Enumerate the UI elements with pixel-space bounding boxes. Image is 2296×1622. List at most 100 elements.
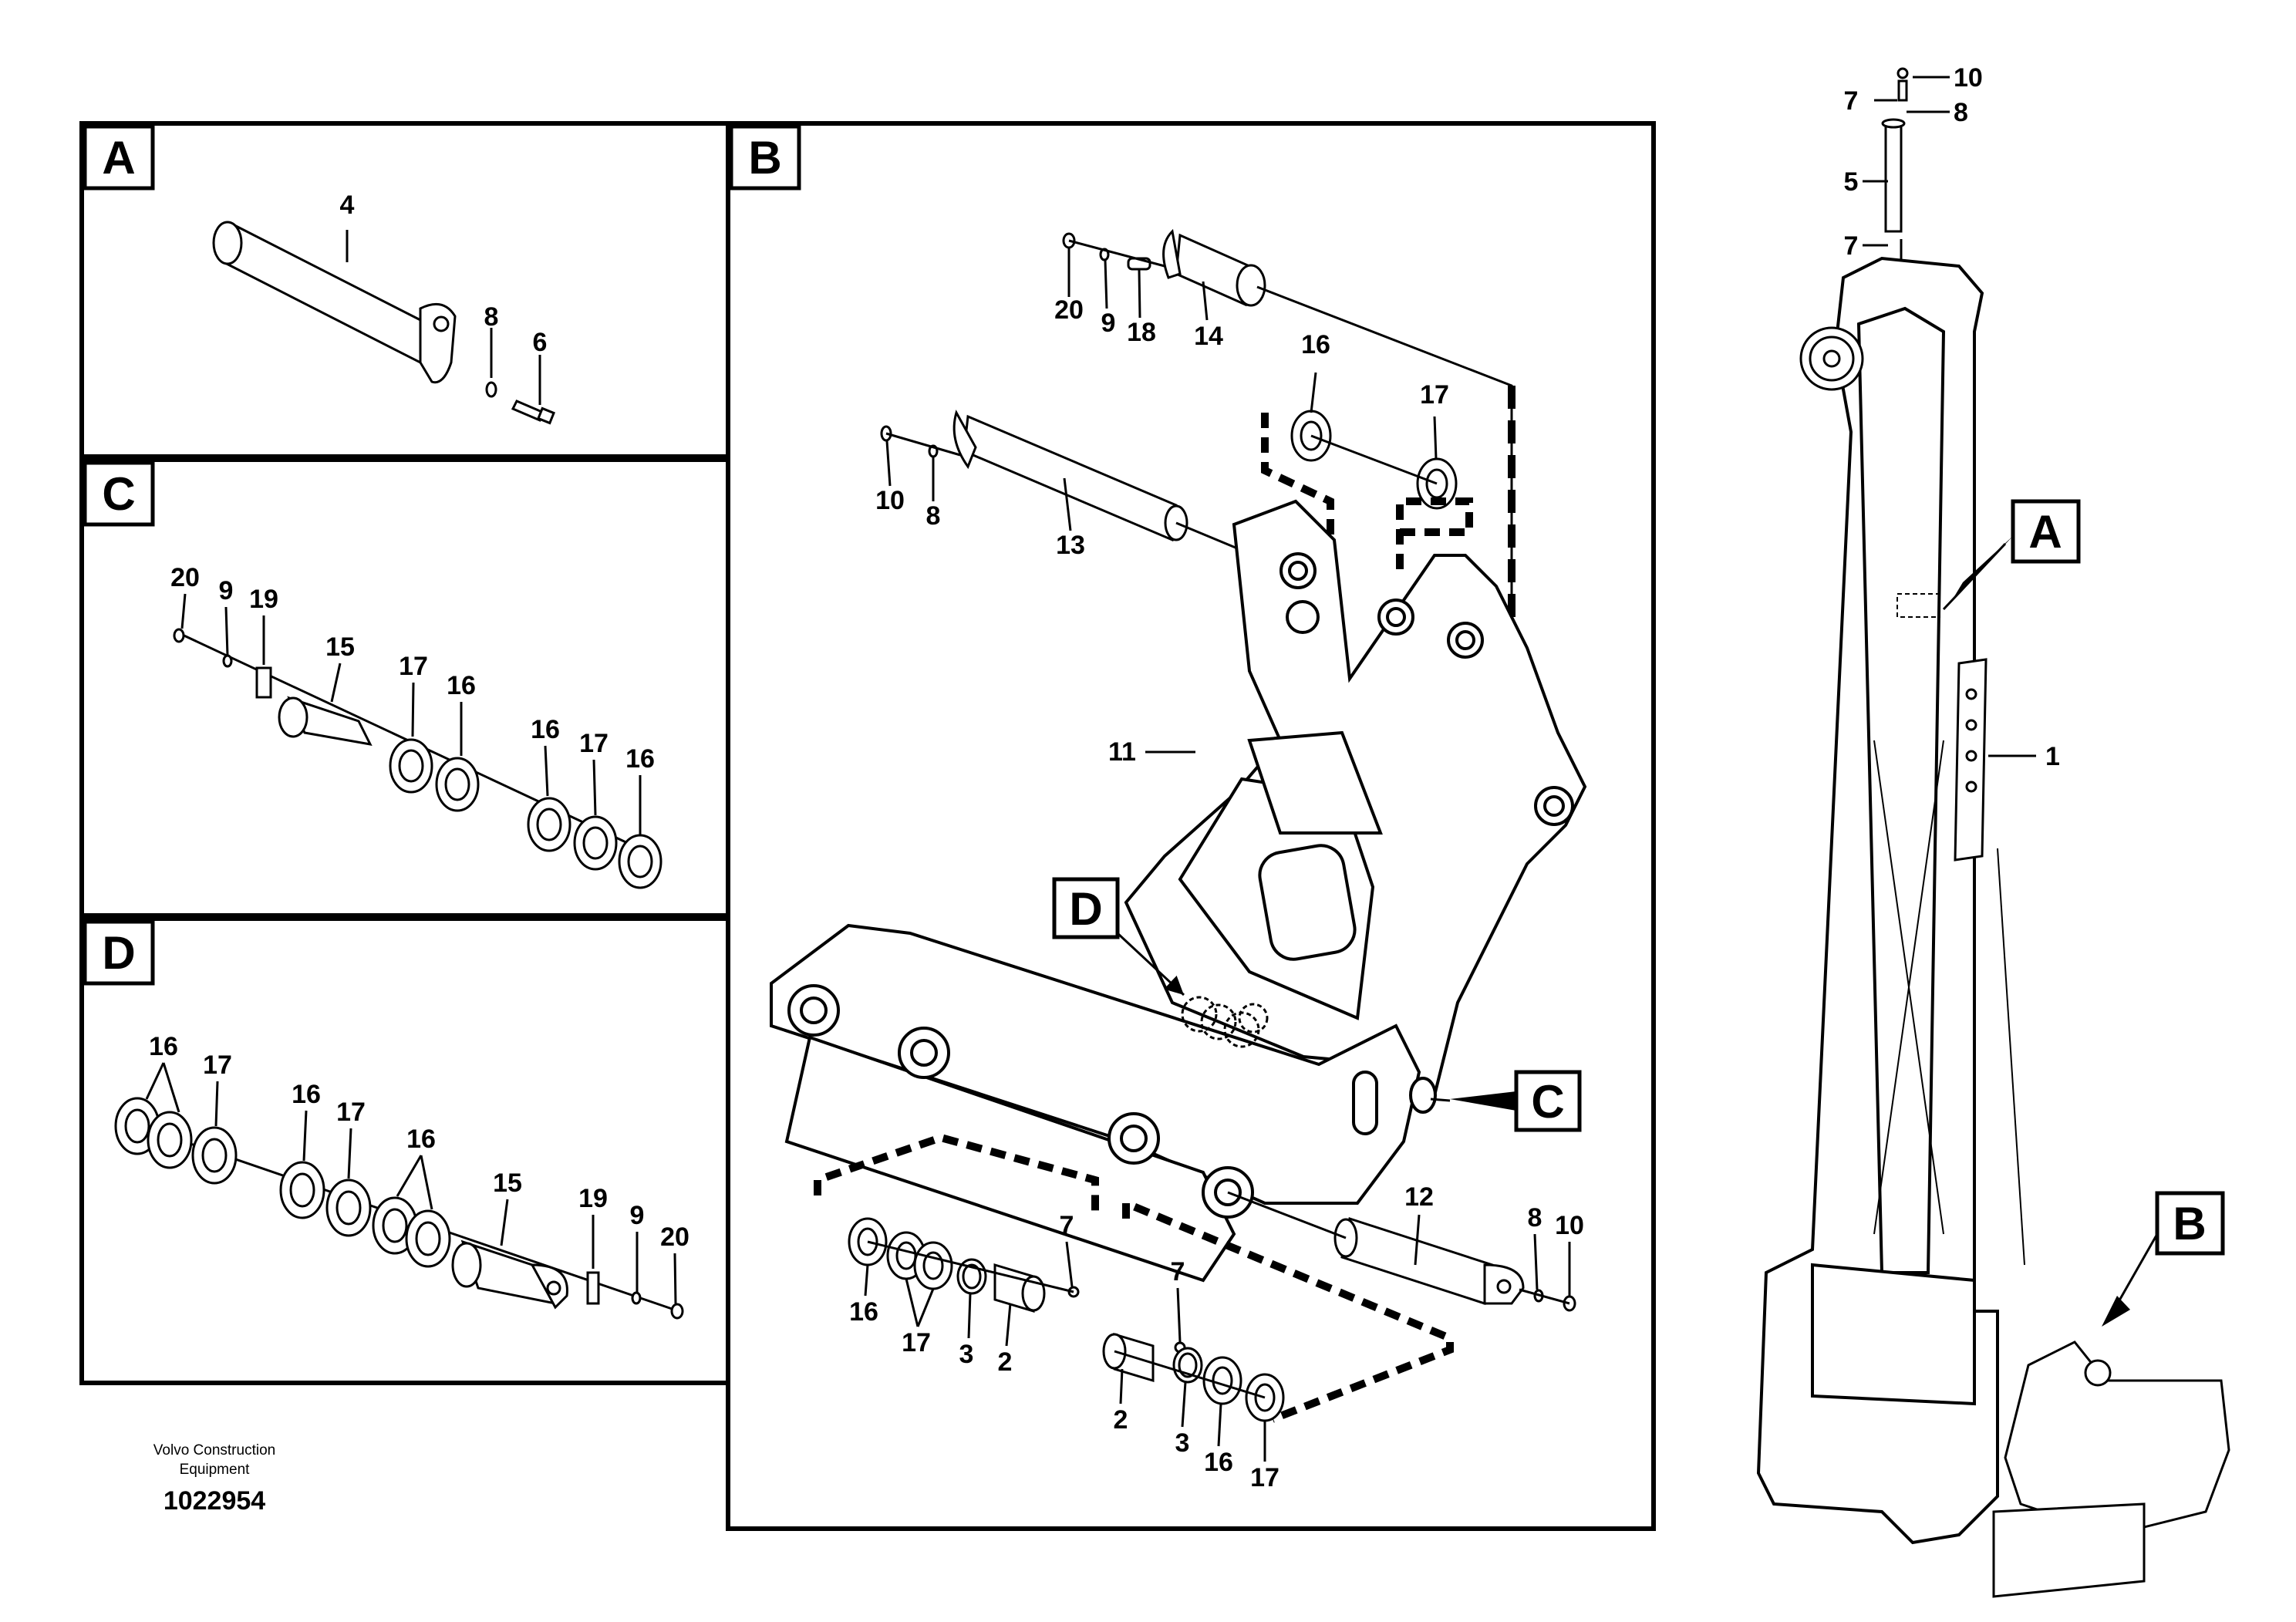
- panel-a-letter: A: [102, 132, 135, 184]
- label-16c: 16: [625, 744, 655, 774]
- label-d15: 15: [493, 1168, 522, 1198]
- pin-5-icon: [1881, 67, 1909, 233]
- label-d19: 19: [578, 1184, 608, 1213]
- panel-b-letter: B: [748, 132, 781, 184]
- washer-9-icon: [222, 654, 233, 668]
- panel-d-letter: D: [102, 927, 135, 979]
- washer-16-icon: [435, 757, 480, 812]
- panel-d: D: [79, 916, 730, 1385]
- pin-14-icon: [1162, 228, 1266, 307]
- label-b8: 8: [926, 501, 941, 531]
- label-b2b: 2: [1114, 1405, 1128, 1435]
- label-b7: 7: [1060, 1211, 1074, 1240]
- label-15: 15: [325, 632, 355, 662]
- label-16: 16: [447, 671, 476, 700]
- frame-11-icon: [1124, 499, 1587, 1098]
- washer-b17-low-b-icon: [913, 1241, 953, 1290]
- d-detail-area-icon: [1181, 996, 1269, 1048]
- sheave-icon: [1799, 326, 1864, 391]
- label-b16-low2: 16: [1204, 1448, 1233, 1477]
- panel-b-letter-box: [729, 124, 801, 191]
- label-b7b: 7: [1171, 1257, 1185, 1286]
- label-b20: 20: [1054, 295, 1084, 325]
- label-d16c: 16: [406, 1125, 436, 1154]
- label-b17-low: 17: [902, 1328, 931, 1357]
- washer-d17b-icon: [325, 1179, 372, 1237]
- label-b2: 2: [998, 1347, 1013, 1377]
- bolt-d20-icon: [670, 1303, 684, 1320]
- label-b9: 9: [1101, 309, 1116, 338]
- side-plate-1-icon: [1954, 658, 1988, 862]
- label-o10: 10: [1954, 63, 1983, 93]
- panel-c: C 20 9 19: [79, 457, 730, 918]
- bushing-b2-icon: [993, 1263, 1046, 1313]
- label-d17b: 17: [336, 1098, 366, 1127]
- drawing-number: 1022954: [164, 1486, 265, 1516]
- overview-callout-b-box: [2155, 1191, 2225, 1256]
- label-16b: 16: [531, 715, 560, 744]
- bolt-20-icon: [173, 628, 185, 643]
- label-b14: 14: [1194, 322, 1223, 351]
- panel-a: A 4 8 6: [79, 121, 730, 459]
- label-6: 6: [533, 328, 548, 357]
- label-b3: 3: [959, 1340, 974, 1369]
- pin-15-icon: [278, 696, 373, 746]
- pin-d15-icon: [451, 1239, 568, 1310]
- footer: Volvo Construction Equipment 1022954: [153, 1442, 275, 1516]
- mast-1-icon: [1756, 256, 1999, 1545]
- callout-c: C: [1430, 1070, 1582, 1132]
- label-20: 20: [170, 563, 200, 592]
- callout-d-letter: D: [1069, 883, 1102, 935]
- label-17b: 17: [579, 729, 609, 758]
- label-b10: 10: [875, 486, 905, 515]
- washer-d9-icon: [631, 1291, 642, 1305]
- washer-d17a-icon: [191, 1126, 238, 1185]
- washer-16b-icon: [527, 797, 571, 852]
- overview-callout-a: A: [2028, 506, 2062, 558]
- plate-19-icon: [255, 666, 272, 699]
- label-o7: 7: [1844, 231, 1859, 261]
- pin-4-icon: [212, 221, 457, 384]
- label-b11: 11: [1108, 737, 1136, 767]
- label-b10b: 10: [1555, 1211, 1584, 1240]
- label-b12: 12: [1404, 1182, 1434, 1212]
- washer-d16b-icon: [147, 1111, 193, 1169]
- label-d9: 9: [630, 1201, 645, 1230]
- label-b13: 13: [1056, 531, 1085, 560]
- washer-d16e-icon: [405, 1209, 451, 1268]
- bolt-6-icon: [511, 400, 555, 425]
- label-b17-top: 17: [1420, 380, 1449, 410]
- washer-16c-icon: [618, 834, 663, 889]
- label-o1: 1: [2045, 742, 2060, 771]
- label-b16-low: 16: [849, 1297, 878, 1327]
- boom-overview: A B 1 10 7 8 5 7: [1756, 63, 2230, 1598]
- label-17: 17: [399, 652, 428, 681]
- panel-c-letter: C: [102, 468, 135, 520]
- label-b17-low2: 17: [1250, 1463, 1279, 1492]
- panel-c-letter-box: [83, 460, 155, 527]
- bushing-b2b-icon: [1102, 1332, 1155, 1383]
- label-19: 19: [249, 585, 278, 614]
- base-crossmember-icon: [770, 923, 1437, 1283]
- label-9: 9: [219, 576, 234, 605]
- label-b3b: 3: [1175, 1428, 1190, 1458]
- callout-d: D: [1052, 877, 1185, 996]
- label-b18: 18: [1127, 318, 1156, 347]
- overview-callout-a-box: [2011, 499, 2081, 564]
- label-o8: 8: [1954, 98, 1968, 127]
- pin-12-icon: [1333, 1217, 1525, 1305]
- plate-d19-icon: [586, 1271, 600, 1305]
- base-frame-icon: [1992, 1340, 2230, 1598]
- washer-17-icon: [389, 738, 433, 794]
- washer-17b-icon: [573, 815, 618, 871]
- panel-b: B: [726, 121, 1656, 1531]
- panel-d-letter-box: [83, 919, 155, 986]
- label-4: 4: [340, 191, 355, 220]
- label-b8b: 8: [1528, 1203, 1542, 1233]
- label-o7-top: 7: [1844, 86, 1859, 116]
- washer-8-icon: [485, 381, 497, 398]
- label-d16a: 16: [149, 1032, 178, 1061]
- callout-c-letter: C: [1531, 1076, 1564, 1128]
- label-d20: 20: [660, 1222, 689, 1252]
